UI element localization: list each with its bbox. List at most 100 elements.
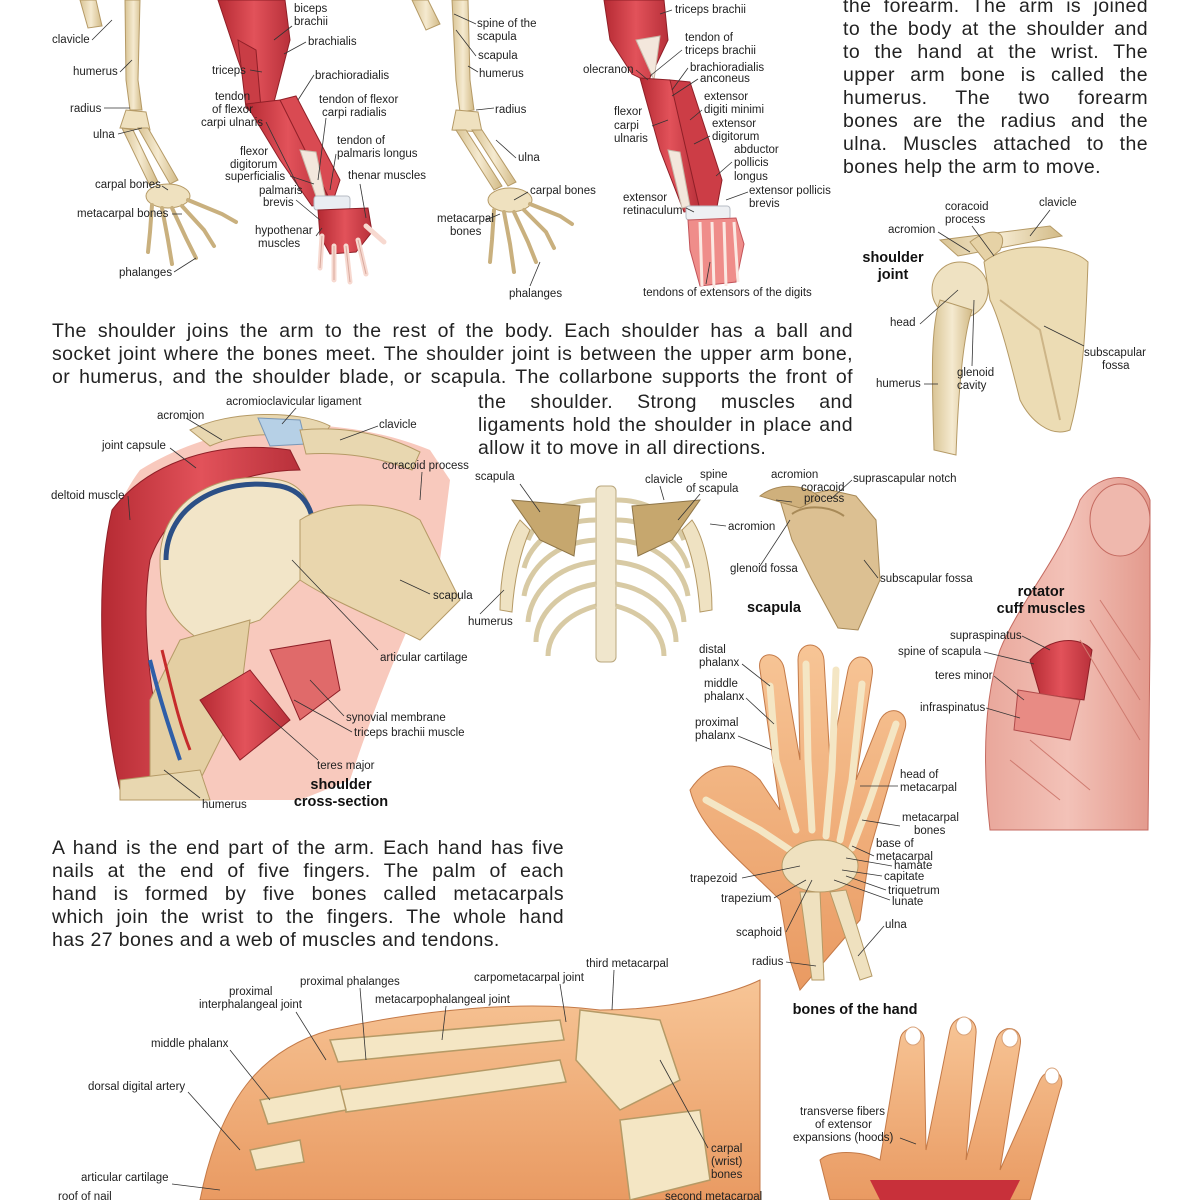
leader-line <box>485 213 501 221</box>
leader-line <box>993 675 1025 701</box>
anatomy-label: expansions (hoods) <box>793 1132 894 1144</box>
anatomy-label: extensor <box>712 118 756 130</box>
leader-line <box>419 471 423 501</box>
anatomy-label: palmaris longus <box>337 148 418 160</box>
leader-line <box>273 25 293 41</box>
anatomy-label: transverse fibers <box>800 1106 885 1118</box>
arm-bones-back-illustration <box>411 0 574 274</box>
leader-line <box>1021 635 1051 651</box>
anatomy-label: tendon <box>215 91 250 103</box>
anatomy-label: olecranon <box>583 64 634 76</box>
anatomy-label: of extensor <box>815 1119 872 1131</box>
anatomy-label: subscapular fossa <box>880 573 973 585</box>
anatomy-label: humerus <box>202 799 247 811</box>
anatomy-label: process <box>945 214 986 226</box>
anatomy-label: scaphoid <box>736 927 782 939</box>
anatomy-label: extensor <box>623 192 667 204</box>
anatomy-label: triceps brachii <box>675 4 746 16</box>
hand-dorsal-illustration <box>819 1016 1063 1200</box>
anatomy-label: digitorum <box>230 159 277 171</box>
leader-line <box>689 109 703 121</box>
leader-line <box>453 13 477 25</box>
anatomy-label: tendon of flexor <box>319 94 398 106</box>
leader-line <box>289 175 315 185</box>
anatomy-label: metacarpal <box>902 812 959 824</box>
anatomy-label: coracoid process <box>382 460 469 472</box>
anatomy-label: brevis <box>263 197 294 209</box>
anatomy-label: spine <box>700 469 728 481</box>
leader-line <box>295 1011 327 1061</box>
anatomy-label: ulna <box>518 152 540 164</box>
text-line: allow it to move in all directions. <box>478 437 767 459</box>
anatomy-label: humerus <box>468 616 513 628</box>
figure-title: cuff muscles <box>997 601 1086 617</box>
figure-title: cross-section <box>294 794 388 810</box>
anatomy-label: acromion <box>157 410 204 422</box>
anatomy-label: articular cartilage <box>380 652 468 664</box>
leader-line <box>741 663 771 687</box>
anatomy-label: phalanx <box>704 691 745 703</box>
anatomy-label: ulna <box>93 129 115 141</box>
anatomy-label: third metacarpal <box>586 958 668 970</box>
arm-muscles-front-illustration <box>217 0 387 285</box>
leader-line <box>649 49 683 77</box>
text-line: upper arm bone is called the <box>843 64 1148 86</box>
anatomy-label: proximal <box>229 986 272 998</box>
leader-line <box>611 969 615 1011</box>
leader-line <box>775 499 793 503</box>
anatomy-label: clavicle <box>52 34 90 46</box>
leader-line <box>171 1183 221 1191</box>
leader-line <box>163 769 201 799</box>
figure-title: scapula <box>747 600 802 616</box>
leader-line <box>983 651 1035 665</box>
leader-line <box>265 121 301 191</box>
leader-line <box>173 257 197 273</box>
leader-line <box>651 119 669 127</box>
leader-line <box>317 117 327 181</box>
text-line: socket joint where the bones meet. The s… <box>52 343 853 365</box>
leader-line <box>685 207 695 213</box>
text-line: has 27 bones and a web of muscles and te… <box>52 929 500 951</box>
figure-title: shoulder <box>310 777 372 793</box>
anatomy-label: digiti minimi <box>704 104 764 116</box>
anatomy-label: humerus <box>73 66 118 78</box>
leader-line <box>971 225 995 257</box>
anatomy-label: spine of scapula <box>898 646 982 658</box>
leader-line <box>455 29 477 57</box>
anatomy-label: process <box>804 493 845 505</box>
anatomy-label: carpal <box>711 1143 742 1155</box>
anatomy-label: ulnaris <box>614 133 648 145</box>
leader-line <box>187 1091 241 1151</box>
leader-line <box>169 447 197 469</box>
leader-line <box>441 1005 447 1041</box>
anatomy-label: phalanx <box>699 657 740 669</box>
anatomy-label: infraspinatus <box>920 702 985 714</box>
leader-line <box>529 261 541 287</box>
leader-line <box>249 69 263 73</box>
anatomy-label: bones <box>711 1169 743 1181</box>
leader-line <box>677 493 701 521</box>
leader-line <box>851 845 875 857</box>
leader-line <box>773 879 807 899</box>
anatomy-label: humerus <box>479 68 524 80</box>
text-line: to the hand at the wrist. The <box>843 41 1148 63</box>
anatomy-label: capitate <box>884 871 924 883</box>
leader-line <box>339 425 379 441</box>
intro-arm-paragraph: the forearm. The arm is joined to the bo… <box>843 0 1148 179</box>
anatomy-label: scapula <box>478 50 518 62</box>
leader-line <box>1043 325 1085 347</box>
anatomy-label: second metacarpal <box>665 1191 762 1200</box>
leader-line <box>281 407 297 425</box>
anatomy-label: acromion <box>728 521 775 533</box>
leader-line <box>831 479 853 499</box>
anatomy-label: bones <box>914 825 946 837</box>
shoulder-joint-illustration <box>931 225 1089 456</box>
leader-line <box>229 1049 271 1101</box>
anatomy-label: spine of the <box>477 18 536 30</box>
anatomy-label: brachioradialis <box>315 70 389 82</box>
leader-line <box>359 183 367 219</box>
leader-line <box>295 199 321 221</box>
leader-line <box>291 559 379 651</box>
anatomy-label: brachioradialis <box>690 62 764 74</box>
figure-title: joint <box>877 267 909 283</box>
